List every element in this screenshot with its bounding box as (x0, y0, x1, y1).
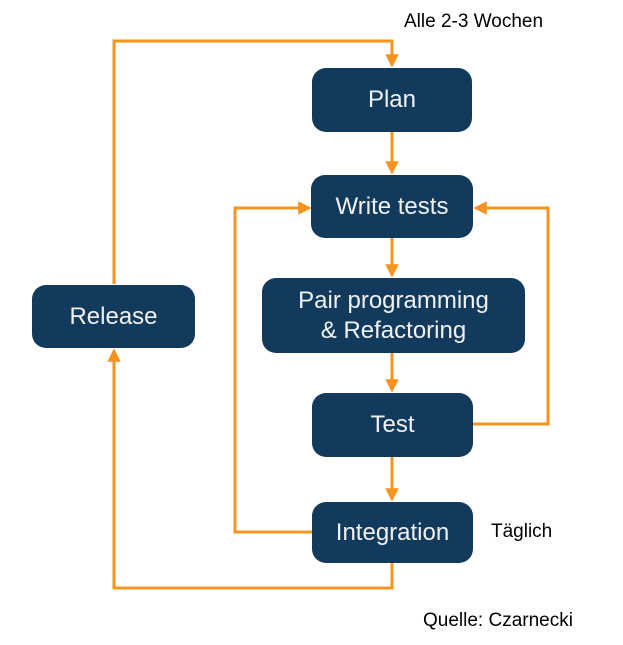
daily-interval-label: Täglich (491, 521, 553, 542)
node-write-tests: Write tests (311, 175, 473, 238)
edge-integration-to-write-tests (233, 201, 312, 534)
cycle-interval-label: Alle 2-3 Wochen (404, 11, 544, 32)
node-plan: Plan (312, 68, 472, 132)
node-integration: Integration (312, 502, 473, 563)
source-credit-label: Quelle: Czarnecki (423, 610, 573, 631)
node-pair-programming: Pair programming & Refactoring (262, 278, 525, 353)
node-release: Release (32, 285, 195, 348)
node-test: Test (312, 393, 473, 457)
